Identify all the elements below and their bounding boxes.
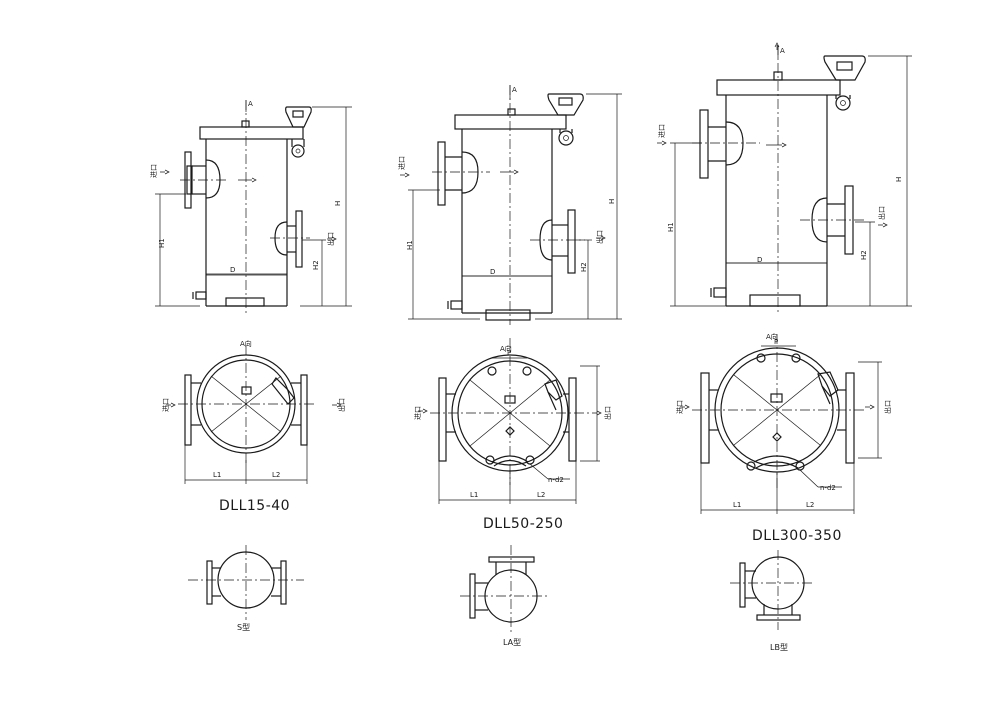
label-a: A — [512, 86, 517, 94]
label-inlet: 进口 — [414, 406, 422, 420]
label-l1: L1 — [213, 471, 221, 479]
label-inlet: 进口 — [398, 156, 406, 170]
label-a: A — [248, 100, 253, 108]
label-a-view: A向 — [766, 332, 778, 341]
label-h1: H1 — [158, 238, 166, 248]
label-d: D — [230, 266, 235, 274]
label-h2: H2 — [312, 260, 320, 270]
lb-type-schematic — [730, 550, 815, 630]
top-view-dll300-350 — [680, 334, 882, 514]
label-s-type: S型 — [237, 623, 250, 632]
label-p: P — [774, 338, 778, 346]
label-a-view: A向 — [500, 344, 512, 353]
label-l1: L1 — [470, 491, 478, 499]
label-nd2: n-d2 — [820, 484, 836, 492]
front-view-dll50-250 — [400, 85, 622, 325]
label-a: A — [780, 47, 785, 55]
label-outlet: 出口 — [603, 406, 612, 420]
label-outlet: 出口 — [337, 398, 346, 412]
label-inlet: 进口 — [658, 124, 666, 138]
label-nd2: n-d2 — [548, 476, 564, 484]
label-h1: H1 — [667, 222, 675, 232]
label-lb-type: LB型 — [770, 643, 788, 652]
label-outlet: 出口 — [326, 232, 335, 246]
label-d: D — [757, 256, 762, 264]
label-la-type: LA型 — [503, 638, 521, 647]
label-outlet: 出口 — [877, 206, 886, 220]
front-view-dll15-40 — [155, 100, 352, 315]
top-view-dll15-40 — [166, 345, 342, 484]
s-type-schematic — [188, 545, 304, 620]
top-view-dll50-250 — [418, 338, 602, 504]
label-h: H — [895, 177, 903, 182]
front-view-dll300-350 — [657, 45, 912, 315]
label-p: P — [507, 349, 511, 357]
label-h: H — [608, 199, 616, 204]
label-l1: L1 — [733, 501, 741, 509]
label-outlet: 出口 — [595, 230, 604, 244]
label-h: H — [334, 201, 342, 206]
label-h2: H2 — [860, 250, 868, 260]
label-outlet: 出口 — [883, 400, 892, 414]
label-inlet: 进口 — [150, 164, 158, 178]
caption-dll300-350: DLL300-350 — [752, 528, 842, 544]
arrow-icon — [774, 42, 780, 50]
caption-dll50-250: DLL50-250 — [483, 516, 563, 532]
label-a-view: A向 — [240, 339, 252, 348]
label-l2: L2 — [806, 501, 814, 509]
label-d: D — [490, 268, 495, 276]
label-h2: H2 — [580, 262, 588, 272]
label-l2: L2 — [537, 491, 545, 499]
label-l2: L2 — [272, 471, 280, 479]
label-inlet: 进口 — [162, 398, 170, 412]
caption-dll15-40: DLL15-40 — [219, 498, 290, 514]
label-h1: H1 — [406, 240, 414, 250]
la-type-schematic — [460, 545, 550, 635]
label-inlet: 进口 — [676, 400, 684, 414]
